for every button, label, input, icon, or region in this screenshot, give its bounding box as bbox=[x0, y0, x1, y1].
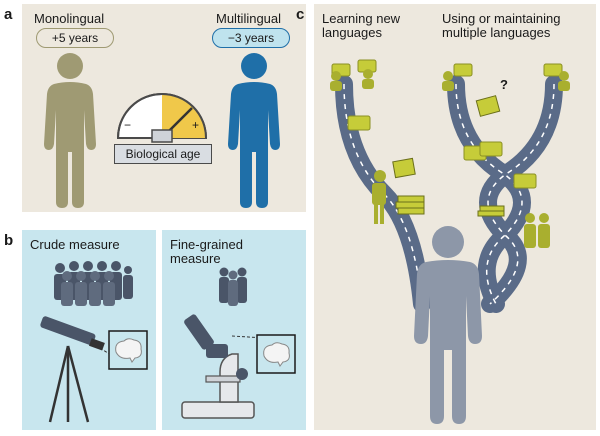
learning-label-1: Learning new bbox=[322, 11, 401, 26]
monolingual-label: Monolingual bbox=[34, 11, 105, 26]
biological-age-caption: Biological age bbox=[114, 144, 212, 164]
learning-label-2: languages bbox=[322, 25, 382, 40]
crude-measure-label: Crude measure bbox=[30, 237, 120, 252]
panel-b-letter: b bbox=[4, 232, 14, 249]
using-label-2: multiple languages bbox=[442, 25, 551, 40]
panel-c: Learning new languages Using or maintain… bbox=[314, 4, 596, 430]
language-roads-diagram bbox=[330, 59, 570, 424]
small-group-icon bbox=[219, 267, 247, 306]
panel-a-letter: a bbox=[4, 6, 13, 23]
multilingual-label: Multilingual bbox=[216, 11, 282, 26]
biological-age-gauge-icon bbox=[116, 93, 208, 143]
gauge-minus-sign: − bbox=[124, 118, 132, 132]
panel-c-letter: c bbox=[296, 6, 305, 23]
panel-b-crude: Crude measure bbox=[22, 230, 156, 430]
multilingual-person-icon bbox=[228, 53, 280, 208]
brain-icon bbox=[108, 330, 148, 370]
gauge-plus-sign: + bbox=[192, 118, 200, 132]
microscope-icon bbox=[181, 314, 265, 419]
question-mark: ? bbox=[500, 77, 508, 92]
fine-measure-label-1: Fine-grained bbox=[170, 237, 243, 252]
monolingual-person-icon bbox=[44, 53, 96, 208]
monolingual-years-badge: +5 years bbox=[36, 28, 114, 48]
using-label-1: Using or maintaining bbox=[442, 11, 561, 26]
panel-b-fine: Fine-grained measure bbox=[162, 230, 306, 430]
brain-icon-2 bbox=[256, 334, 296, 374]
multilingual-years-badge: −3 years bbox=[212, 28, 290, 48]
telescope-icon bbox=[40, 316, 123, 423]
crowd-icon bbox=[54, 261, 133, 306]
fine-measure-label-2: measure bbox=[170, 251, 221, 266]
panel-a: Monolingual +5 years Multilingual −3 yea… bbox=[22, 4, 306, 212]
